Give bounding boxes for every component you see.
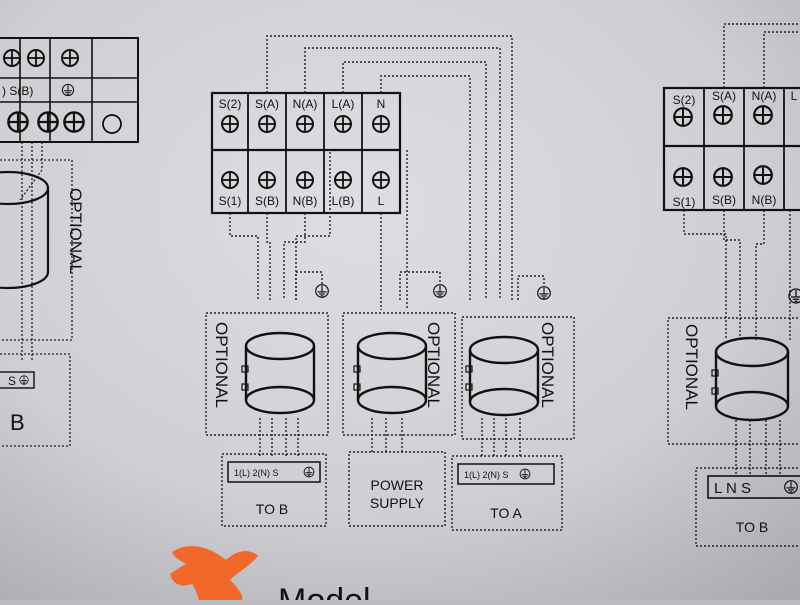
- center-top-label-0: S(2): [219, 97, 242, 111]
- connector-box-to-b: [221, 453, 327, 527]
- left-screw-4-icon: [7, 111, 29, 133]
- center-bottom-label-0: S(1): [219, 194, 242, 208]
- optional-label-to-b: OPTIONAL: [212, 322, 231, 408]
- center-bottom-screw-1-icon: [221, 171, 239, 189]
- right-top-screw-1-icon: [673, 107, 693, 127]
- center-bottom-screw-3-icon: [296, 171, 314, 189]
- center-cylinders: [244, 331, 540, 417]
- center-terminal-block: [210, 91, 402, 215]
- right-cylinder: [714, 336, 790, 422]
- optional-box-to-b: [205, 312, 329, 436]
- center-top-screw-3-icon: [296, 115, 314, 133]
- left-screw-2-icon: [27, 49, 45, 67]
- right-top-label-2: N(A): [752, 89, 777, 103]
- right-cylinder-tabs: [711, 369, 719, 395]
- optional-box-power: [342, 312, 456, 436]
- right-top-screw-2-icon: [713, 105, 733, 125]
- to-b-label: TO B: [256, 501, 288, 517]
- connector-box-power: [348, 451, 446, 527]
- center-bottom-screw-5-icon: [372, 171, 390, 189]
- optional-label-to-a: OPTIONAL: [538, 322, 557, 408]
- cylinder-tabs: [241, 365, 473, 391]
- center-wires: [205, 35, 575, 531]
- center-top-screw-2-icon: [258, 115, 276, 133]
- right-bottom-label-0: S(1): [673, 195, 696, 209]
- right-top-label-1: S(A): [712, 89, 736, 103]
- right-lns-label: L N S: [714, 480, 751, 497]
- right-terminal-block: [662, 86, 800, 212]
- center-bottom-label-1: S(B): [255, 194, 279, 208]
- left-b-label: B: [10, 410, 25, 435]
- optional-box-to-a: [461, 316, 575, 440]
- right-top-label-3: L: [791, 89, 798, 103]
- to-b-terminal-strip: [227, 461, 321, 483]
- right-top-label-0: S(2): [673, 93, 696, 107]
- power-supply-line1: POWER: [371, 477, 424, 493]
- left-screw-6-icon: [63, 111, 85, 133]
- footer-model-heading: Model: [278, 582, 371, 600]
- center-top-screw-1-icon: [221, 115, 239, 133]
- right-optional-label: OPTIONAL: [682, 324, 701, 410]
- left-cylinder: [0, 170, 50, 290]
- right-bottom-screw-1-icon: [673, 167, 693, 187]
- optional-label-power: OPTIONAL: [424, 322, 443, 408]
- right-top-screw-3-icon: [753, 105, 773, 125]
- center-bottom-screw-2-icon: [258, 171, 276, 189]
- orange-highlighter-mark: [170, 546, 258, 604]
- center-bottom-screw-4-icon: [334, 171, 352, 189]
- right-bottom-label-2: N(B): [752, 193, 777, 207]
- center-top-label-4: N: [377, 97, 386, 111]
- left-s-box: [0, 371, 35, 389]
- left-block-mid-label: ) S(B): [2, 84, 33, 98]
- center-top-label-3: L(A): [332, 97, 355, 111]
- left-screw-1-icon: [3, 49, 21, 67]
- center-top-screw-5-icon: [372, 115, 390, 133]
- right-bottom-screw-3-icon: [753, 165, 773, 185]
- left-optional-label: OPTIONAL: [66, 188, 85, 274]
- to-a-terminal-strip: [457, 463, 555, 485]
- left-wires: [0, 142, 73, 447]
- center-top-label-1: S(A): [255, 97, 279, 111]
- to-b-terminals-label: 1(L) 2(N) S: [234, 468, 279, 478]
- to-a-terminals-label: 1(L) 2(N) S: [464, 470, 509, 480]
- center-bottom-label-4: L: [378, 194, 385, 208]
- to-a-label: TO A: [490, 505, 522, 521]
- center-top-label-2: N(A): [293, 97, 318, 111]
- right-wires: [667, 23, 800, 547]
- left-s-label: S: [8, 374, 16, 388]
- left-screw-3-icon: [61, 49, 79, 67]
- right-bottom-screw-2-icon: [713, 167, 733, 187]
- center-bottom-label-2: N(B): [293, 194, 318, 208]
- right-to-b-label: TO B: [736, 519, 768, 535]
- left-screw-5-icon: [37, 111, 59, 133]
- right-lns-strip: [707, 475, 800, 499]
- right-bottom-label-1: S(B): [712, 193, 736, 207]
- center-top-screw-4-icon: [334, 115, 352, 133]
- center-bottom-label-3: L(B): [332, 194, 355, 208]
- power-supply-line2: SUPPLY: [370, 495, 425, 511]
